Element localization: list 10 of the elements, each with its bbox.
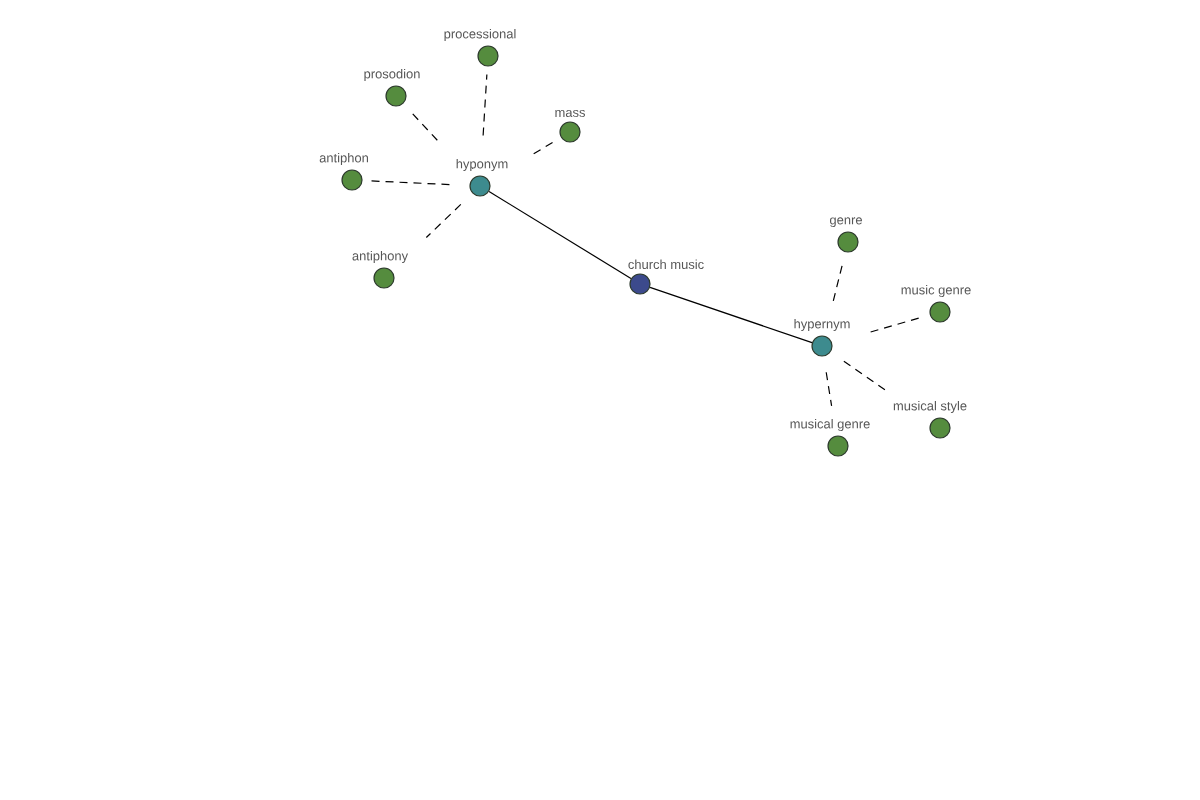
connector-line [533, 141, 555, 155]
connector-line [649, 286, 813, 344]
connector-line [825, 371, 833, 407]
connector-line [488, 190, 632, 280]
connector-line [843, 360, 888, 392]
connector-line [425, 203, 462, 239]
connector-line [370, 180, 451, 186]
connector-line [482, 73, 488, 137]
connector-line [408, 109, 438, 141]
connector-line [870, 316, 923, 333]
